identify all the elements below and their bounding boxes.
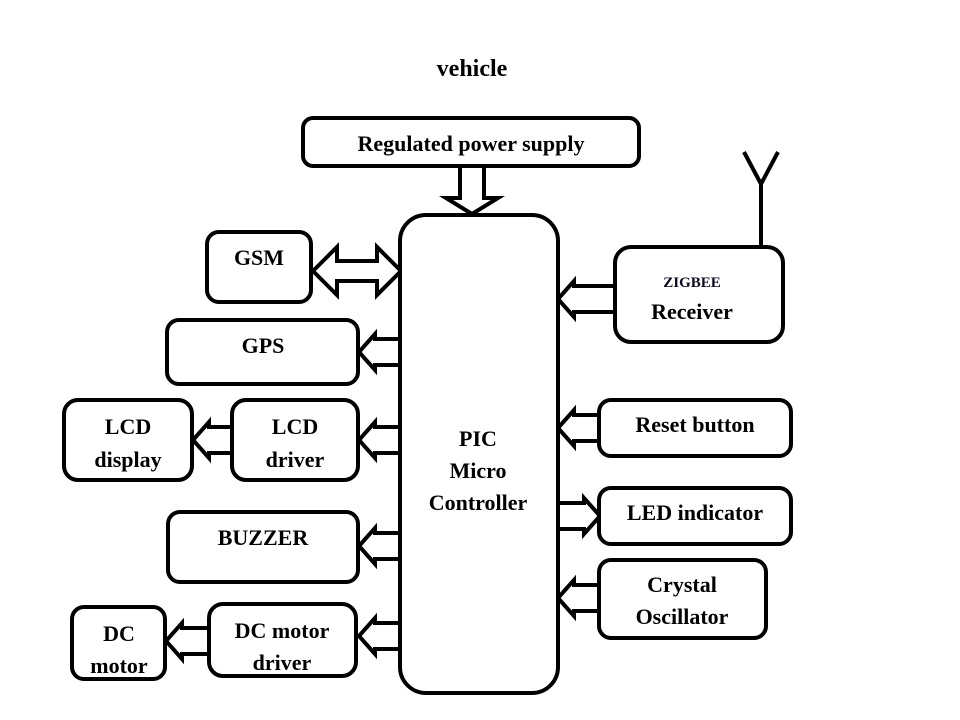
reset-button-label: Reset button <box>635 412 754 437</box>
reset-button-block: Reset button <box>597 398 793 458</box>
buzzer-block: BUZZER <box>166 510 360 584</box>
mcu-to-led-arrow <box>556 492 603 540</box>
lcd-display-label: display <box>94 447 161 472</box>
lcd-driver-label: driver <box>266 447 325 472</box>
dc-motor-driver-box <box>207 602 358 678</box>
zigbee-to-mcu-arrow <box>555 275 618 323</box>
dc-driver-to-motor-arrow <box>163 617 212 665</box>
dc-motor-driver-label: DC motor <box>235 618 330 643</box>
lcd-driver-to-display-arrow <box>190 416 235 464</box>
gsm-block: GSM <box>205 230 313 304</box>
diagram-title: vehicle <box>437 56 508 82</box>
gsm-box <box>205 230 313 304</box>
lcd-display-box <box>62 398 194 482</box>
dc-motor-label: DC <box>103 621 135 646</box>
power-to-mcu-arrow <box>438 164 506 217</box>
pic-microcontroller-label: PIC <box>459 426 497 451</box>
pic-microcontroller-label: Micro <box>449 458 506 483</box>
reset-button-box <box>597 398 793 458</box>
dc-motor-driver-label: driver <box>253 650 312 675</box>
mcu-to-gps-arrow <box>356 328 403 376</box>
buzzer-label: BUZZER <box>218 525 310 550</box>
gsm-label: GSM <box>234 245 284 270</box>
antenna-icon <box>742 151 780 248</box>
lcd-display-block: LCD display <box>62 398 194 482</box>
gps-box <box>165 318 360 386</box>
led-indicator-box <box>597 486 793 546</box>
mcu-to-buzzer-arrow <box>356 522 403 570</box>
crystal-oscillator-label: Oscillator <box>636 604 729 629</box>
zigbee-box <box>613 245 785 344</box>
dc-motor-box <box>70 605 167 681</box>
zigbee-block: ZIGBEE Receiver <box>613 245 785 344</box>
lcd-display-label: LCD <box>105 414 151 439</box>
led-indicator-block: LED indicator <box>597 486 793 546</box>
zigbee-label: ZIGBEE <box>663 275 721 291</box>
gsm-mcu-bidirectional-arrow <box>310 242 404 300</box>
lcd-driver-label: LCD <box>272 414 318 439</box>
reset-to-mcu-arrow <box>555 404 602 452</box>
mcu-to-dc-motor-driver-arrow <box>356 612 403 660</box>
dc-motor-label: motor <box>90 653 148 678</box>
crystal-oscillator-label: Crystal <box>647 572 717 597</box>
pic-microcontroller-label: Controller <box>429 490 528 515</box>
gps-label: GPS <box>242 333 285 358</box>
lcd-driver-box <box>230 398 360 482</box>
power-supply-label: Regulated power supply <box>358 131 585 156</box>
zigbee-label: Receiver <box>651 299 733 324</box>
gps-block: GPS <box>165 318 360 386</box>
led-indicator-label: LED indicator <box>627 500 764 525</box>
power-supply-box <box>301 116 641 168</box>
mcu-to-lcd-driver-arrow <box>356 416 403 464</box>
crystal-to-mcu-arrow <box>555 574 602 622</box>
dc-motor-driver-block: DC motor driver <box>207 602 358 678</box>
dc-motor-block: DC motor <box>70 605 167 681</box>
power-supply-block: Regulated power supply <box>301 116 641 168</box>
lcd-driver-block: LCD driver <box>230 398 360 482</box>
buzzer-box <box>166 510 360 584</box>
pic-microcontroller-box <box>398 213 560 695</box>
crystal-oscillator-box <box>597 558 768 640</box>
